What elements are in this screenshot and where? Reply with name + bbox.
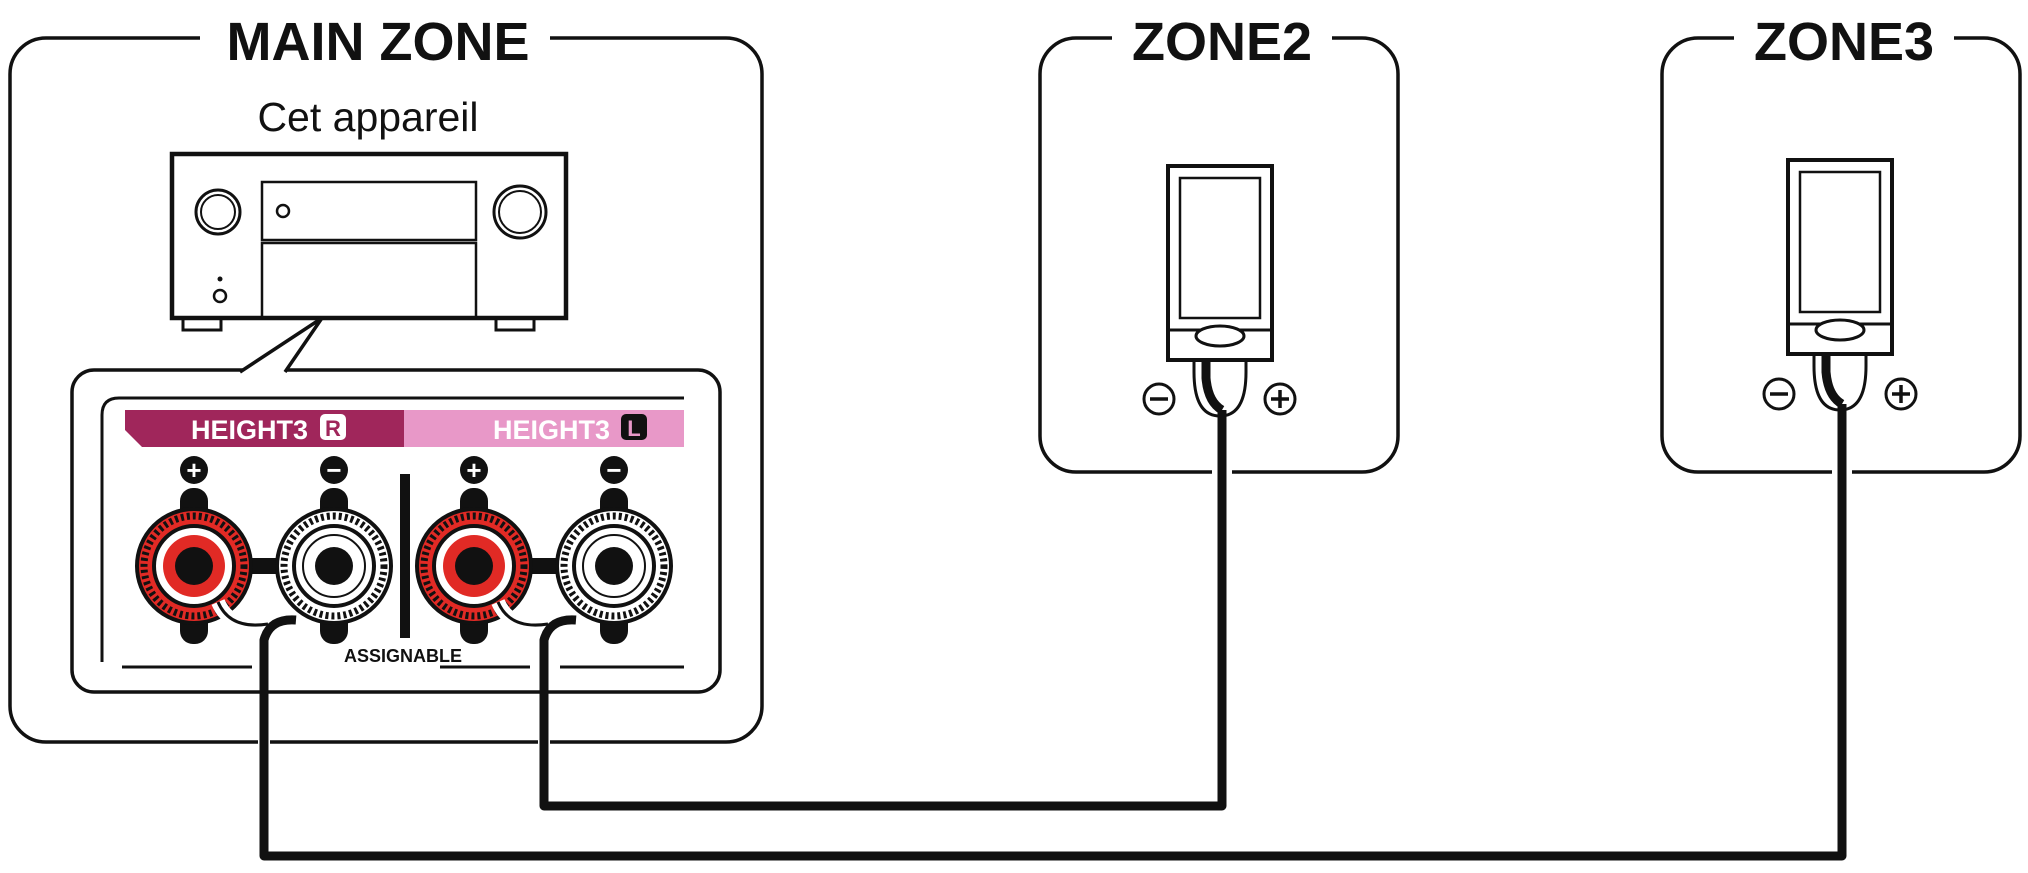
height3-r-label: HEIGHT3: [191, 415, 308, 445]
svg-text:+: +: [186, 455, 201, 485]
svg-text:−: −: [326, 455, 341, 485]
zone3-title: ZONE3: [1754, 12, 1934, 72]
device-label: Cet appareil: [257, 94, 478, 140]
zone3-plus-icon: [1884, 377, 1918, 411]
height3-l-minus-terminal: [557, 509, 671, 623]
minus-marker-l: −: [600, 455, 628, 485]
zone3-speaker-icon: [1786, 158, 1894, 356]
height3-l-channel: L: [627, 416, 640, 441]
height3-r-minus-terminal: [277, 509, 391, 623]
height3-r-channel: R: [325, 416, 341, 441]
minus-marker-r: −: [320, 455, 348, 485]
zone3-minus-icon: [1762, 377, 1796, 411]
zone2-plus-icon: [1263, 382, 1297, 416]
plus-marker-l: +: [460, 455, 488, 485]
channel-divider: [400, 474, 410, 638]
assignable-label: ASSIGNABLE: [344, 646, 462, 666]
zone3: ZONE3: [1660, 10, 2022, 474]
receiver-icon: [169, 151, 569, 332]
zone2-title: ZONE2: [1132, 12, 1312, 72]
svg-text:+: +: [466, 455, 481, 485]
height3-r-plus-terminal: [137, 509, 251, 623]
height3-l-plus-terminal: [417, 509, 531, 623]
zone2-minus-icon: [1142, 382, 1176, 416]
main-zone: MAIN ZONE Cet appareil HEIGHT3: [8, 10, 764, 744]
terminal-callout: [70, 368, 722, 694]
svg-text:−: −: [606, 455, 621, 485]
zone2-speaker-icon: [1166, 164, 1274, 362]
main-zone-title: MAIN ZONE: [227, 12, 530, 72]
zone2: ZONE2: [1038, 10, 1400, 474]
height3-l-label: HEIGHT3: [493, 415, 610, 445]
plus-marker-r: +: [180, 455, 208, 485]
